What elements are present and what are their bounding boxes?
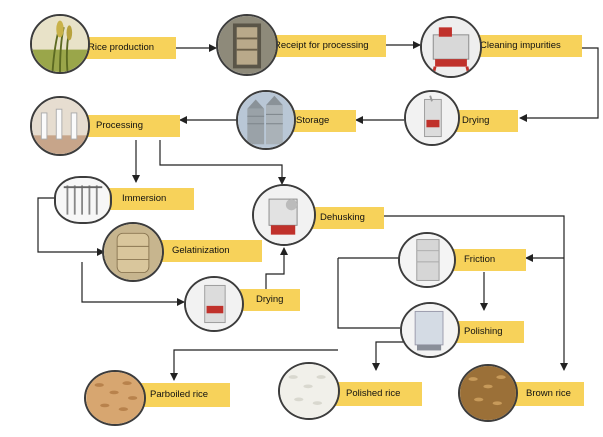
soaking-tanks-icon [54, 176, 112, 224]
polished-rice-icon [278, 362, 340, 420]
label-drying-low: Drying [240, 289, 300, 311]
arrow-polishing-polished [372, 341, 404, 371]
arrow-cleaning-drying [519, 47, 599, 122]
arrow-gelatinization-drying [81, 262, 185, 306]
arrow-to-parboiled [174, 258, 400, 380]
friction-mill-icon [398, 232, 456, 288]
label-cleaning: Cleaning impurities [464, 35, 582, 57]
arrow-drying-dehusking [265, 247, 288, 290]
label-drying-top: Drying [446, 110, 518, 132]
brown-rice-icon [458, 364, 518, 422]
polisher-machine-icon [400, 302, 460, 358]
label-polished: Polished rice [330, 382, 422, 406]
cleaning-machine-icon [420, 16, 482, 78]
label-gelatinization: Gelatinization [156, 240, 262, 262]
label-parboiled: Parboiled rice [134, 383, 230, 407]
silo-icon [236, 90, 296, 150]
label-receipt: Receipt for processing [258, 35, 386, 57]
parboiled-rice-icon [84, 370, 146, 426]
arrow-processing-dehusking [159, 140, 286, 185]
label-rice-production: Rice production [72, 37, 176, 59]
arrow-immersion-gelatinization [37, 197, 105, 256]
label-friction: Friction [448, 249, 526, 271]
husker-machine-icon [252, 184, 316, 246]
arrow-dehusking-brown [362, 215, 568, 371]
label-immersion: Immersion [106, 188, 194, 210]
warehouse-door-icon [216, 14, 278, 76]
label-dehusking: Dehusking [304, 207, 384, 229]
dryer-machine-icon [404, 90, 460, 146]
label-brown: Brown rice [510, 382, 584, 406]
factory-hall-icon [30, 96, 90, 156]
dryer-machine-low-icon [184, 276, 244, 332]
label-processing: Processing [80, 115, 180, 137]
rice-field-icon [30, 14, 90, 74]
steam-tank-icon [102, 222, 164, 282]
label-storage: Storage [280, 110, 356, 132]
label-polishing: Polishing [448, 321, 524, 343]
